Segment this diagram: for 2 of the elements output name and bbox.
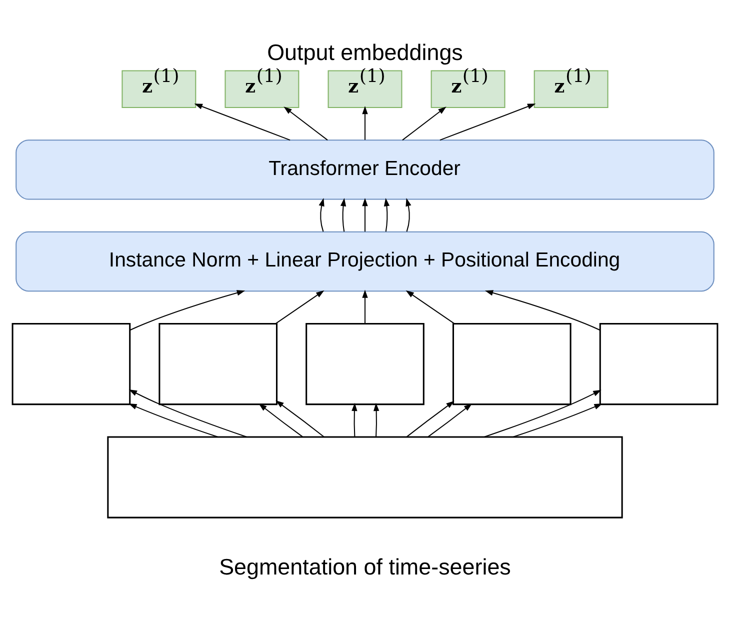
caption: Segmentation of time-seeries [219,554,511,580]
diagram-title: Output embeddings [267,40,463,66]
